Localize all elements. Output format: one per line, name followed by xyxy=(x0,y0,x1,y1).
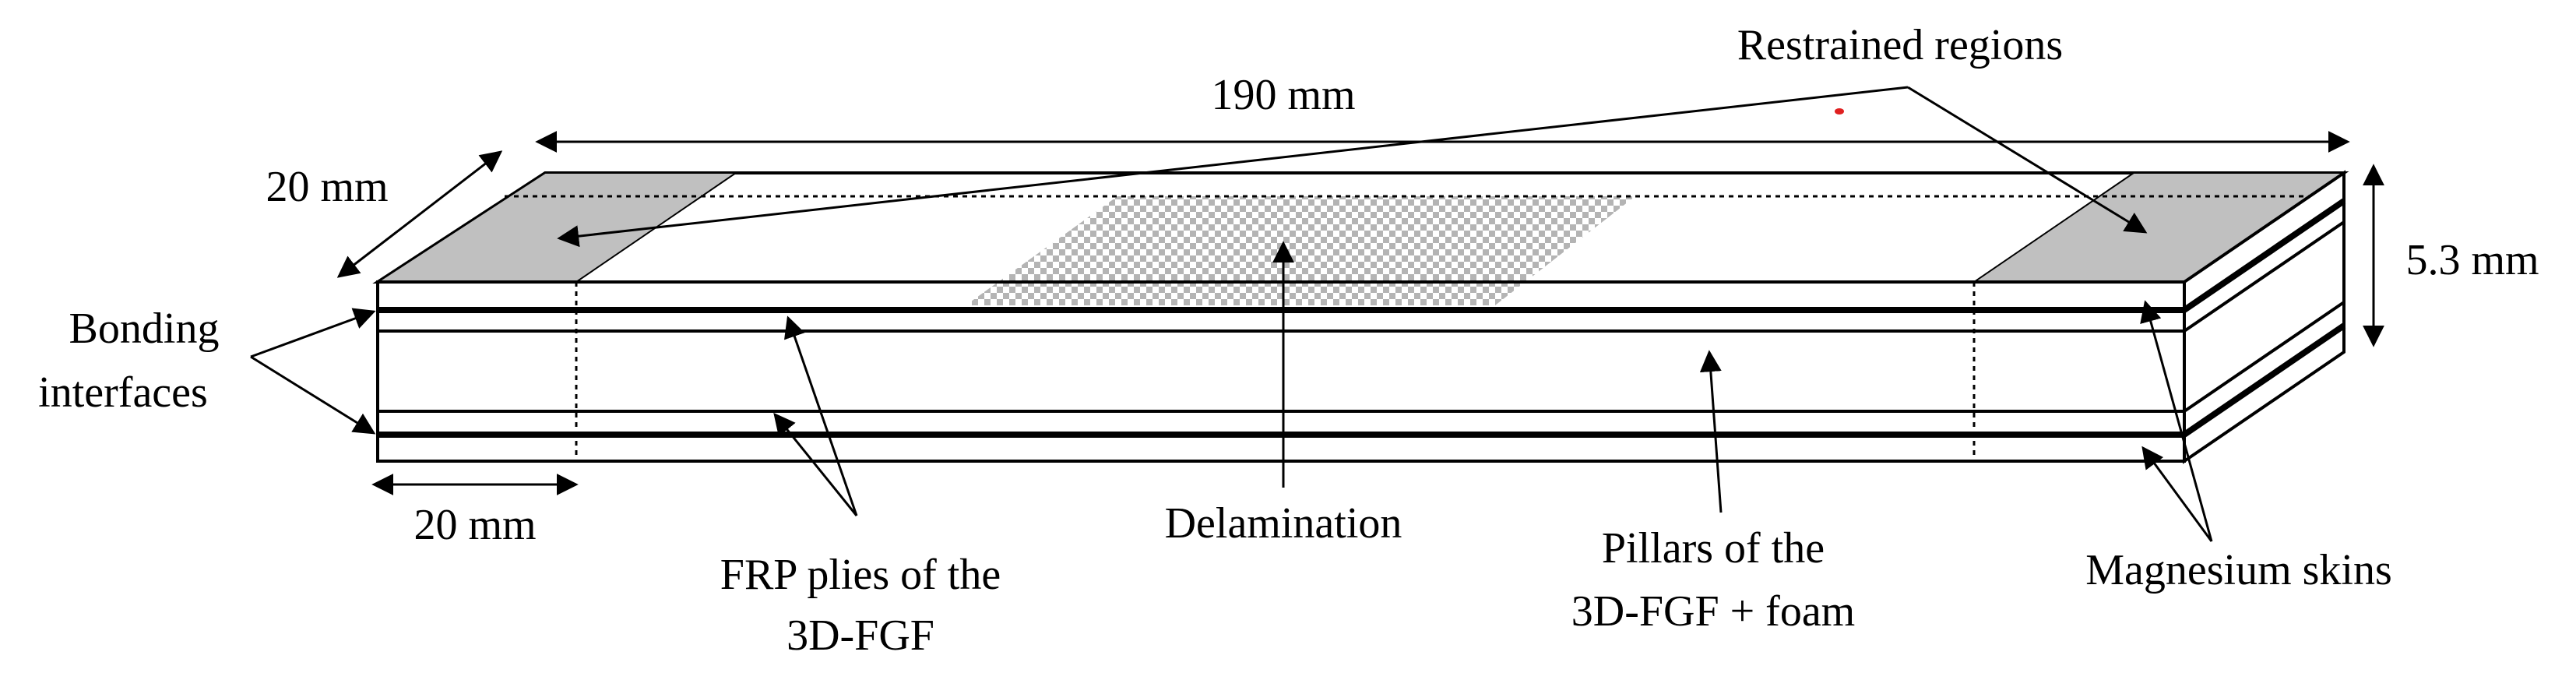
side-layer-line xyxy=(2183,301,2345,413)
leader-restrained-left xyxy=(557,86,1909,248)
delamination-area xyxy=(966,196,1635,305)
delamination-label: Delamination xyxy=(1165,499,1402,548)
magnesium-skins-label: Magnesium skins xyxy=(2085,546,2392,594)
restrained-region-left xyxy=(375,172,739,283)
pillars-label-line1: Pillars of the xyxy=(1602,524,1825,573)
leader-frp-upper xyxy=(784,315,858,516)
leader-magnesium-lower xyxy=(2141,446,2213,542)
leader-bonding-upper xyxy=(250,308,376,358)
red-marker xyxy=(1835,108,1844,115)
leaders xyxy=(250,86,2213,542)
restrained-regions-label: Restrained regions xyxy=(1737,21,2063,69)
frp-plies-label-line2: 3D-FGF xyxy=(787,611,934,660)
leader-frp-lower xyxy=(773,412,858,516)
restrained-length-label: 20 mm xyxy=(413,501,536,549)
bonding-interfaces-label-line1: Bonding xyxy=(69,305,220,353)
thickness-label: 5.3 mm xyxy=(2405,236,2539,284)
width-dimension-arrow xyxy=(336,150,503,278)
leader-bonding-lower xyxy=(250,355,376,435)
leader-pillars xyxy=(1699,350,1723,513)
dimensions xyxy=(336,131,2384,495)
bonding-interfaces-label-line2: interfaces xyxy=(38,368,208,417)
labels: 190 mm 20 mm 5.3 mm 20 mm Restrained reg… xyxy=(38,21,2539,660)
side-layer-line xyxy=(2183,220,2345,333)
side-layer-line xyxy=(2182,198,2346,313)
frp-plies-label-line1: FRP plies of the xyxy=(720,551,1001,599)
beam-right-face xyxy=(2183,170,2345,464)
leader-magnesium-upper xyxy=(2140,300,2213,542)
beam xyxy=(372,170,2349,464)
length-label: 190 mm xyxy=(1211,71,1355,119)
width-label: 20 mm xyxy=(266,163,388,211)
pillars-label-line2: 3D-FGF + foam xyxy=(1571,587,1855,636)
side-layer-line xyxy=(2182,322,2346,438)
leader-restrained-right xyxy=(1907,86,2148,234)
